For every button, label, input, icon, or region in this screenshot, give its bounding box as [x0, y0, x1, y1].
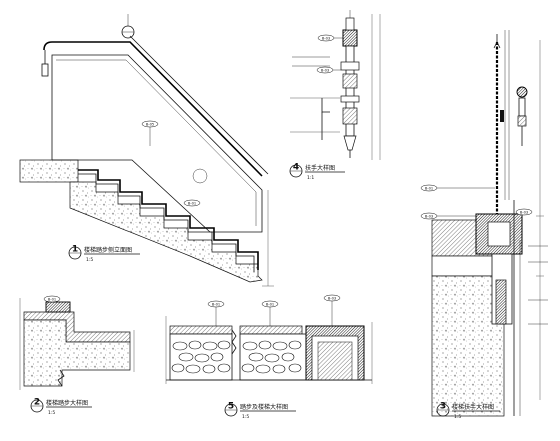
- pebble-cap-right: [239, 325, 303, 335]
- post-cap: [342, 29, 358, 47]
- handrail-bracket: [41, 63, 49, 77]
- stair-finish-line: [78, 169, 259, 270]
- tag-frame: B-03: [520, 210, 528, 214]
- glass-panel-outline: [51, 54, 263, 233]
- tag-glass: B-05: [146, 122, 154, 126]
- view-1-number: 1: [72, 245, 78, 255]
- view-4-number: 4: [293, 163, 299, 173]
- post-clamp: [340, 61, 360, 71]
- tag-pebble: B-01: [212, 302, 220, 306]
- landing-slab: [19, 159, 79, 183]
- pebbles-right: [241, 340, 302, 374]
- view-1-title: 楼梯踏步侧立面图: [84, 246, 132, 254]
- view-4-title: 扶手大样图: [305, 164, 335, 172]
- view-2-scale: 1:5: [48, 410, 55, 416]
- view-4-scale: 1:1: [307, 175, 314, 181]
- tag-floor-finish: B-01: [425, 186, 433, 190]
- view-5-pebble-detail: B-01 B-01 B-03 5 踏步及楼梯大样图 1:5: [165, 294, 373, 420]
- glass-panel-inner: [56, 59, 257, 226]
- tag-tread: B-01: [48, 297, 56, 301]
- pebble-cap-left: [169, 325, 233, 335]
- view-4-handrail-detail: B-03 B-03 4 扶手大样图 1:1: [289, 10, 381, 181]
- view-3-scale: 1:5: [454, 414, 461, 420]
- tag-post-clamp: B-03: [321, 68, 329, 72]
- tag-post-cap: B-03: [322, 36, 330, 40]
- tag-frame-2: B-03: [328, 296, 336, 300]
- view-1-stair-elevation: B-05 B-01 1 楼梯踏步侧立面图 1:5: [19, 14, 274, 287]
- view-2-title: 楼梯踏步大样图: [46, 399, 88, 407]
- handrail: [43, 41, 263, 177]
- tread-concrete: [23, 319, 131, 387]
- stair-finish-inner: [78, 173, 255, 272]
- view-2-tread-detail: B-01 2 楼梯踏步大样图 1:5: [19, 295, 135, 416]
- view-3-title: 楼梯扶手大样图: [452, 403, 494, 411]
- view-2-number: 2: [34, 398, 40, 408]
- view-5-title: 踏步及楼梯大样图: [240, 403, 288, 411]
- stair-concrete-body: [69, 181, 263, 283]
- handrail-top: [129, 35, 269, 175]
- tread-nosing: [45, 301, 71, 313]
- view-3-number: 3: [440, 402, 446, 412]
- view-1-scale: 1:5: [86, 257, 93, 263]
- handrail-knob: [516, 86, 528, 98]
- tag-stair-tread: B-01: [188, 201, 196, 205]
- tag-pebble-2: B-01: [266, 302, 274, 306]
- view-3-handrail-section: B-01 B-03 B-03 3 楼梯扶手大样图 1:5: [420, 30, 548, 420]
- view-5-scale: 1:5: [242, 414, 249, 420]
- pebbles-left: [171, 340, 231, 374]
- view-5-number: 5: [228, 402, 234, 412]
- tag-anchor: B-03: [425, 214, 433, 218]
